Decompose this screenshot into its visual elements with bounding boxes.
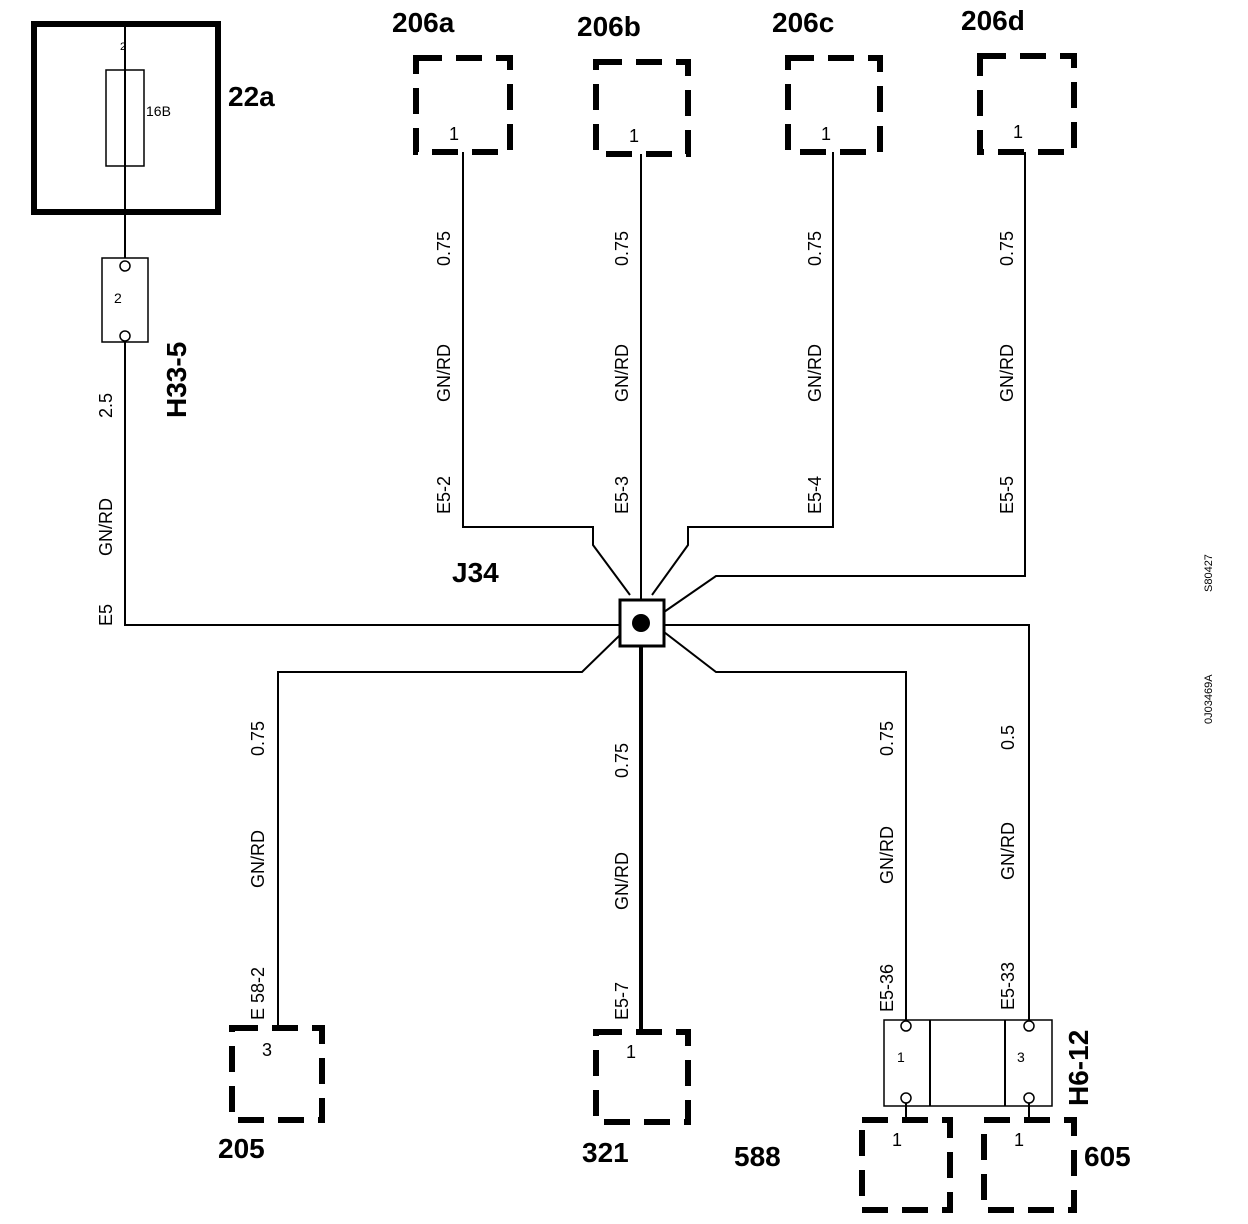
fuse-box-pin: 2 xyxy=(120,41,126,53)
wire-e5-2: 0.75 GN/RD E5-2 xyxy=(434,152,631,596)
connector-h6-12: 1 3 H6-12 xyxy=(883,1019,1094,1122)
wire-e5-4-color: GN/RD xyxy=(805,344,825,402)
wire-e5-33-color: GN/RD xyxy=(998,822,1018,880)
margin-code-bottom: 0J03469A xyxy=(1203,674,1215,724)
splice-label: J34 xyxy=(452,557,499,588)
connector-206b-pin: 1 xyxy=(629,126,639,146)
connector-588-pin: 1 xyxy=(892,1130,902,1150)
wire-e58-2-code: E 58-2 xyxy=(248,967,268,1020)
wire-e5-2-code: E5-2 xyxy=(434,476,454,514)
fuse-box-22a: 2 16B 22a xyxy=(31,21,275,258)
connector-206a-label: 206a xyxy=(392,7,455,38)
wire-e5: 2.5 GN/RD E5 xyxy=(96,342,620,626)
splice-j34: J34 xyxy=(452,557,666,648)
h6-pin-right: 3 xyxy=(1017,1049,1025,1065)
wire-e5-4-size: 0.75 xyxy=(805,231,825,266)
connector-206d-label: 206d xyxy=(961,5,1025,36)
fuse-box-label: 22a xyxy=(228,81,275,112)
connector-605-pin: 1 xyxy=(1014,1130,1024,1150)
h6-label: H6-12 xyxy=(1063,1030,1094,1106)
connector-321-pin: 1 xyxy=(626,1042,636,1062)
wire-e58-2-color: GN/RD xyxy=(248,830,268,888)
connector-206a: 206a 1 xyxy=(392,7,513,155)
wire-e5-color: GN/RD xyxy=(96,498,116,556)
connector-206d-pin: 1 xyxy=(1013,122,1023,142)
fuse-rating: 16B xyxy=(146,103,171,119)
connector-205-label: 205 xyxy=(218,1133,265,1164)
wire-e5-3-size: 0.75 xyxy=(612,231,632,266)
wire-e5-5: 0.75 GN/RD E5-5 xyxy=(663,152,1026,613)
wire-e5-3-color: GN/RD xyxy=(612,344,632,402)
wire-e5-4: 0.75 GN/RD E5-4 xyxy=(651,152,834,596)
wire-e5-5-color: GN/RD xyxy=(997,344,1017,402)
connector-205: 3 205 xyxy=(218,1025,325,1164)
wire-e5-7-color: GN/RD xyxy=(612,852,632,910)
connector-206c-label: 206c xyxy=(772,7,834,38)
wire-e5-36-code: E5-36 xyxy=(877,964,897,1012)
connector-206b: 206b 1 xyxy=(577,11,691,157)
margin-code-top: S80427 xyxy=(1203,554,1215,592)
wire-e5-36-size: 0.75 xyxy=(877,721,897,756)
h33-label: H33-5 xyxy=(161,342,192,418)
connector-206b-label: 206b xyxy=(577,11,641,42)
connector-h33-5: 2 H33-5 xyxy=(101,257,192,418)
wire-e5-36: 0.75 GN/RD E5-36 xyxy=(663,631,907,1020)
wire-e58-2-size: 0.75 xyxy=(248,721,268,756)
connector-321: 1 321 xyxy=(582,1029,691,1168)
wire-e5-7-code: E5-7 xyxy=(612,982,632,1020)
wire-e5-2-size: 0.75 xyxy=(434,231,454,266)
wire-e5-3: 0.75 GN/RD E5-3 xyxy=(612,154,642,600)
wire-e5-36-color: GN/RD xyxy=(877,826,897,884)
connector-206a-pin: 1 xyxy=(449,124,459,144)
connector-605-label: 605 xyxy=(1084,1141,1131,1172)
connector-206d: 206d 1 xyxy=(961,5,1077,155)
connector-205-pin: 3 xyxy=(262,1040,272,1060)
wire-e5-2-color: GN/RD xyxy=(434,344,454,402)
connector-206c-pin: 1 xyxy=(821,124,831,144)
wire-e5-7-size: 0.75 xyxy=(612,743,632,778)
connector-605: 1 605 xyxy=(981,1117,1131,1213)
wire-e5-33: 0.5 GN/RD E5-33 xyxy=(664,624,1030,1020)
wire-e5-5-size: 0.75 xyxy=(997,231,1017,266)
connector-588-label: 588 xyxy=(734,1141,781,1172)
h6-pin-left: 1 xyxy=(897,1049,905,1065)
connector-588: 1 588 xyxy=(734,1117,953,1213)
connector-321-label: 321 xyxy=(582,1137,629,1168)
wire-e58-2: 0.75 GN/RD E 58-2 xyxy=(248,634,621,1028)
wire-e5-code: E5 xyxy=(96,604,116,626)
wire-e5-4-code: E5-4 xyxy=(805,476,825,514)
wire-e5-33-size: 0.5 xyxy=(998,725,1018,750)
wire-e5-33-code: E5-33 xyxy=(998,962,1018,1010)
wire-e5-7: 0.75 GN/RD E5-7 xyxy=(612,646,643,1030)
h33-pin: 2 xyxy=(114,290,122,306)
wire-e5-5-code: E5-5 xyxy=(997,476,1017,514)
connector-206c: 206c 1 xyxy=(772,7,883,155)
wire-e5-size: 2.5 xyxy=(96,393,116,418)
wire-e5-3-code: E5-3 xyxy=(612,476,632,514)
